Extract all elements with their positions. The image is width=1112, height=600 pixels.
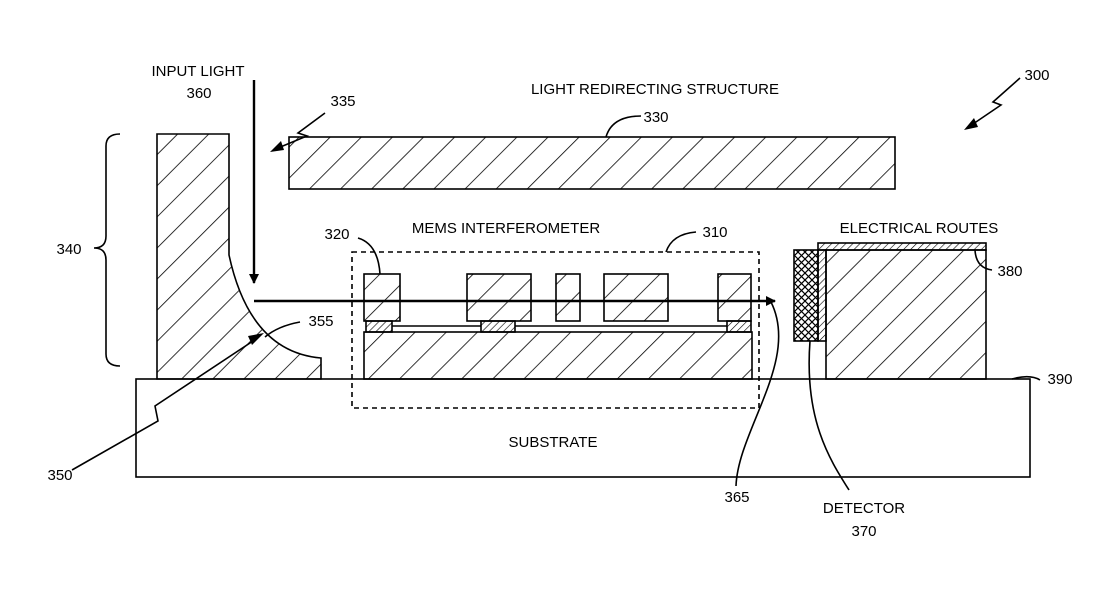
light-redirecting-label: LIGHT REDIRECTING STRUCTURE — [531, 81, 779, 98]
mems-base-platform — [363, 331, 753, 380]
leader-370 — [808, 340, 850, 491]
mems-element — [555, 273, 581, 322]
ref-360-label: 360 — [186, 85, 211, 102]
leader-355 — [264, 321, 301, 338]
mems-element — [363, 273, 401, 322]
detector-block — [793, 249, 819, 342]
ref-365-label: 365 — [724, 489, 749, 506]
mems-element — [466, 273, 532, 322]
zigzag-arrow-350 — [71, 338, 257, 471]
leader-320 — [357, 237, 381, 275]
leader-380 — [974, 249, 993, 271]
input-light-label: INPUT LIGHT — [151, 63, 244, 80]
ref-330-label: 330 — [643, 109, 668, 126]
mems-element — [603, 273, 669, 322]
arrowhead-300 — [964, 118, 978, 130]
substrate-block — [135, 378, 1031, 478]
bracket-340 — [93, 133, 121, 367]
detector-label: DETECTOR — [823, 500, 905, 517]
ref-335-label: 335 — [330, 93, 355, 110]
ref-380-label: 380 — [997, 263, 1022, 280]
zigzag-arrow-335 — [277, 112, 326, 149]
ref-390-label: 390 — [1047, 371, 1072, 388]
electrical-routes-block — [825, 249, 987, 380]
electrical-routes-layer-side — [817, 249, 827, 342]
mems-pad — [480, 320, 516, 333]
light-redirecting-structure — [288, 136, 896, 190]
electrical-routes-label: ELECTRICAL ROUTES — [840, 220, 999, 237]
arrowhead-335 — [270, 141, 284, 152]
substrate-label: SUBSTRATE — [509, 434, 598, 451]
leader-390 — [1011, 375, 1041, 381]
ref-340-label: 340 — [56, 241, 81, 258]
zigzag-arrow-300 — [972, 77, 1021, 125]
ref-310-label: 310 — [702, 224, 727, 241]
mems-element — [717, 273, 752, 322]
ref-370-label: 370 — [851, 523, 876, 540]
electrical-routes-layer — [817, 242, 987, 251]
side-wall-mirror — [156, 133, 322, 380]
mems-interferometer-label: MEMS INTERFEROMETER — [412, 220, 601, 237]
mems-interferometer-boundary — [351, 251, 760, 409]
leader-365 — [735, 301, 780, 487]
ref-355-label: 355 — [308, 313, 333, 330]
ref-350-label: 350 — [47, 467, 72, 484]
leader-330 — [605, 115, 642, 138]
ref-300-label: 300 — [1024, 67, 1049, 84]
mems-pad — [726, 320, 752, 333]
leader-310 — [665, 231, 697, 253]
ref-320-label: 320 — [324, 226, 349, 243]
mems-pad — [365, 320, 393, 333]
arrowhead-350 — [248, 333, 264, 345]
